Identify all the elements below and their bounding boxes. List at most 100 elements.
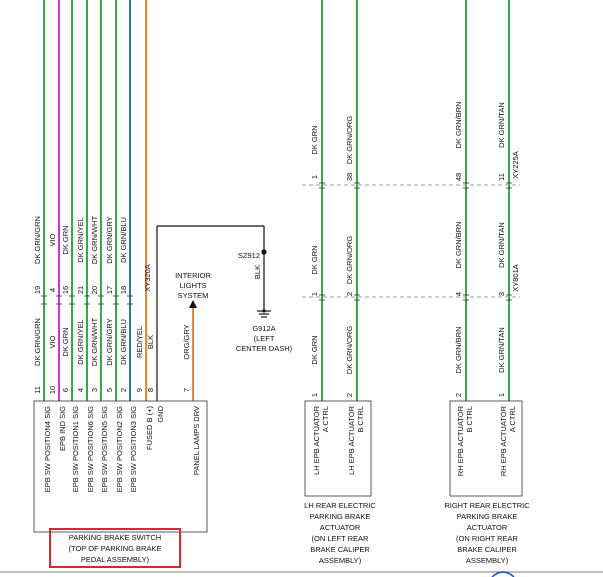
rh-top-color: DK GRN/BRN: [454, 101, 463, 148]
switch-bot-pin: 11: [33, 386, 42, 394]
rh-bot-pin: 1: [497, 393, 506, 397]
switch-bot-color: VIO: [48, 335, 57, 348]
ground-id: G912A: [252, 324, 275, 333]
rh-mid-pin: 3: [497, 292, 506, 296]
switch-bot-color: DK GRN/YEL: [76, 319, 85, 364]
lh-actuator-box: [304, 400, 372, 497]
switch-bot-color: DK GRN/WHT: [90, 317, 99, 366]
switch-top-color: DK GRN: [61, 225, 70, 254]
rh-mid-pin: 4: [454, 292, 463, 296]
rh-top-pin: 11: [497, 173, 506, 181]
switch-bot-pin: 4: [76, 388, 85, 392]
lh-circuit-label: LH EPB ACTUATOR: [347, 405, 356, 474]
switch-bot-pin: 3: [90, 388, 99, 392]
connector-xy225a-label: XY225A: [511, 151, 520, 179]
lh-bot-pin: 2: [345, 393, 354, 397]
switch-circuit-label: FUSED B (+): [145, 406, 154, 450]
interior-lights-line: SYSTEM: [178, 291, 209, 300]
frame-corner-arc: [491, 571, 515, 577]
switch-bot-pin: 2: [119, 388, 128, 392]
lh-top-color: DK GRN/ORG: [345, 116, 354, 165]
switch-circuit-label: EPB IND SIG: [58, 406, 67, 451]
switch-bot-color: DK GRN: [61, 327, 70, 356]
switch-top-pin: 18: [119, 286, 128, 294]
switch-circuit-label: EPB SW POSITION3 SIG: [129, 406, 138, 492]
lh-actuator-name-line: ACTUATOR: [320, 523, 361, 532]
lh-mid-pin: 2: [345, 292, 354, 296]
switch-bot-pin: 8: [146, 388, 155, 392]
lh-circuit-sub: A CTRL: [321, 406, 330, 432]
lh-actuator-name-line: LH REAR ELECTRIC: [304, 501, 376, 510]
switch-top-pin: 17: [105, 286, 114, 294]
switch-name-line: PARKING BRAKE SWITCH: [69, 533, 161, 542]
lh-circuit-label: LH EPB ACTUATOR: [312, 405, 321, 474]
switch-name-line: (TOP OF PARKING BRAKE: [69, 544, 162, 553]
rh-actuator-name-line: PARKING BRAKE: [457, 512, 518, 521]
switch-top-color: DK GRN/BLU: [119, 217, 128, 263]
switch-bot-pin: 9: [135, 388, 144, 392]
lh-mid-color: DK GRN/ORG: [345, 236, 354, 285]
switch-bot-pin: 7: [182, 388, 191, 392]
rh-circuit-label: RH EPB ACTUATOR: [499, 405, 508, 476]
lh-bot-pin: 1: [310, 393, 319, 397]
connector-xy801a-label: XY801A: [511, 264, 520, 292]
lh-actuator-name-line: PARKING BRAKE: [310, 512, 371, 521]
interior-lights-line: INTERIOR: [175, 271, 211, 280]
switch-bot-color: BLK: [146, 335, 155, 349]
rh-circuit-sub: A CTRL: [508, 406, 517, 432]
ground-location-line: (LEFT: [254, 334, 275, 343]
switch-circuit-label: EPB SW POSITION4 SIG: [43, 406, 52, 492]
ground-dot: [262, 309, 266, 313]
switch-bot-pin: 10: [48, 386, 57, 394]
switch-top-pin: 19: [33, 286, 42, 294]
switch-bot-pin: 5: [105, 388, 114, 392]
interior-lights-line: LIGHTS: [179, 281, 206, 290]
switch-circuit-label: EPB SW POSITION5 SIG: [100, 406, 109, 492]
switch-name-line: PEDAL ASSEMBLY): [81, 555, 150, 564]
rh-actuator-name-line: BRAKE CALIPER: [457, 545, 517, 554]
switch-top-pin: 16: [61, 286, 70, 294]
wires-layer: [41, 0, 520, 401]
lh-circuit-sub: B CTRL: [356, 406, 365, 433]
switch-top-color: DK GRN/GRN: [33, 216, 42, 264]
splice-wire-color: BLK: [253, 265, 262, 279]
lh-bot-color: DK GRN: [310, 335, 319, 364]
switch-bot-color: RED/YEL: [135, 326, 144, 358]
switch-circuit-label: EPB SW POSITION1 SIG: [71, 406, 80, 492]
switch-bot-pin: 6: [61, 388, 70, 392]
switch-bot-color: DK GRN/GRY: [105, 318, 114, 365]
switch-top-pin: 20: [90, 286, 99, 294]
rh-circuit-label: RH EPB ACTUATOR: [456, 405, 465, 476]
switch-circuit-label: EPB SW POSITION2 SIG: [115, 406, 124, 492]
switch-top-pin: 4: [48, 288, 57, 292]
rh-top-pin: 48: [454, 173, 463, 181]
lh-bot-color: DK GRN/ORG: [345, 326, 354, 375]
lh-mid-pin: 1: [310, 292, 319, 296]
rh-actuator-name-line: ASSEMBLY): [466, 556, 509, 565]
switch-circuit-label: GND: [156, 405, 165, 422]
switch-bot-color: DK GRN/BLU: [119, 319, 128, 365]
interior-lights-arrow: [189, 300, 197, 308]
lh-actuator-name-line: BRAKE CALIPER: [310, 545, 370, 554]
rh-actuator-box: [449, 400, 523, 497]
switch-top-color: VIO: [48, 233, 57, 246]
rh-actuator-name-line: (ON RIGHT REAR: [456, 534, 519, 543]
switch-circuit-label: PANEL LAMPS DRV: [192, 406, 201, 475]
lh-top-color: DK GRN: [310, 125, 319, 154]
switch-top-pin: 21: [76, 286, 85, 294]
lh-actuator-name-line: ASSEMBLY): [319, 556, 362, 565]
lh-top-pin: 1: [310, 175, 319, 179]
splice-id: SZ912: [238, 251, 260, 260]
rh-bot-color: DK GRN/BRN: [454, 326, 463, 373]
rh-top-color: DK GRN/TAN: [497, 102, 506, 148]
ground-location-line: CENTER DASH): [236, 344, 293, 353]
switch-bot-color: ORG/GRY: [182, 324, 191, 359]
rh-bot-pin: 2: [454, 393, 463, 397]
switch-top-color: DK GRN/YEL: [76, 217, 85, 262]
connector-xy320a-label: XY320A: [143, 264, 152, 292]
rh-actuator-name-line: RIGHT REAR ELECTRIC: [444, 501, 530, 510]
rh-circuit-sub: B CTRL: [465, 406, 474, 433]
switch-top-color: DK GRN/WHT: [90, 215, 99, 264]
